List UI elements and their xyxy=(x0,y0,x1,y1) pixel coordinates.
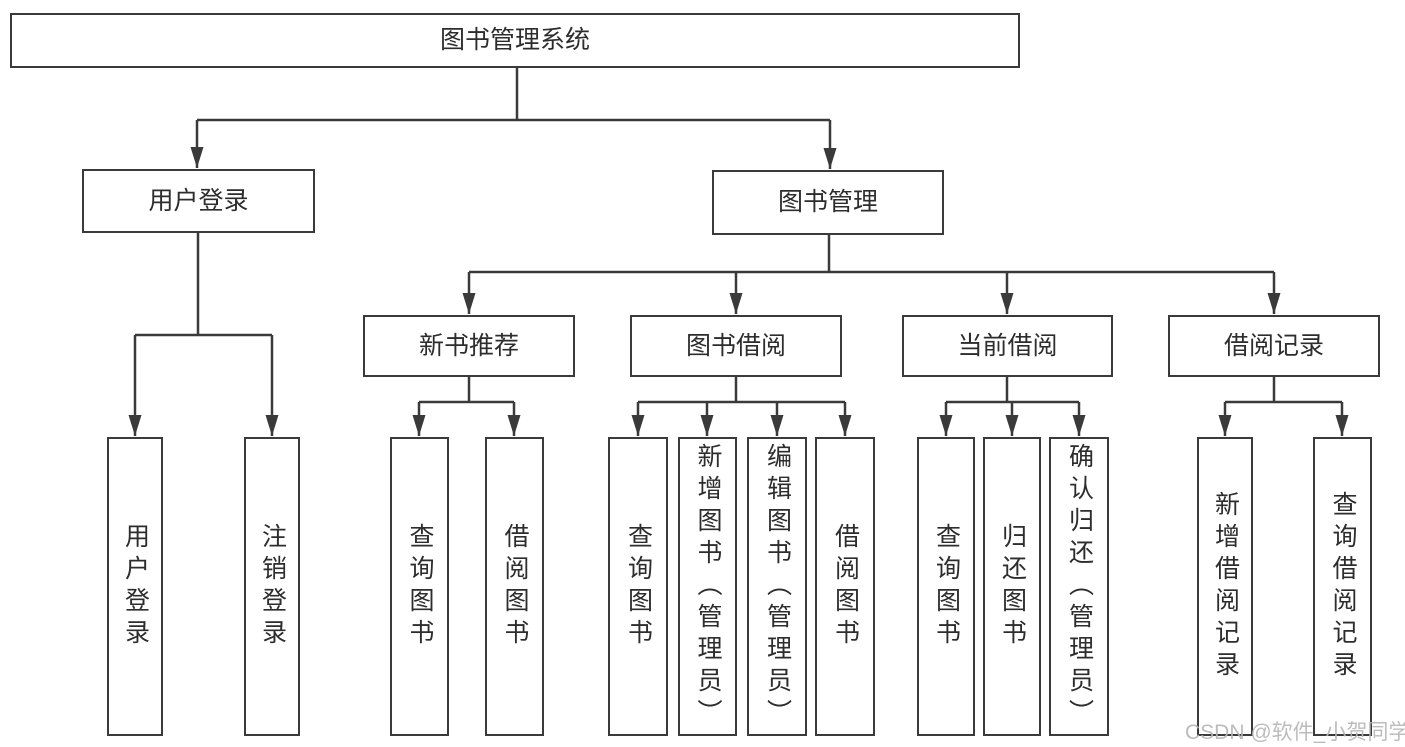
node-borrowing-records: 借阅记录 xyxy=(1168,315,1380,377)
connector-root-to-level2 xyxy=(190,68,837,169)
node-borrow-books-rec: 借阅图书 xyxy=(485,437,544,736)
node-label: 确认归还（管理员） xyxy=(1065,442,1094,731)
node-edit-books-admin: 编辑图书（管理员） xyxy=(747,437,807,736)
node-label: 归还图书 xyxy=(998,522,1027,651)
node-label: 当前借阅 xyxy=(957,331,1058,360)
node-confirm-return-admin: 确认归还（管理员） xyxy=(1049,437,1109,736)
node-label: 编辑图书（管理员） xyxy=(763,442,792,731)
node-label: 查询图书 xyxy=(624,522,653,651)
node-logout-leaf: 注销登录 xyxy=(244,437,300,736)
node-return-books: 归还图书 xyxy=(983,437,1041,736)
node-query-books-rec: 查询图书 xyxy=(390,437,449,736)
node-book-borrowing: 图书借阅 xyxy=(630,315,842,377)
node-label: 图书借阅 xyxy=(685,331,786,360)
node-book-management: 图书管理 xyxy=(712,170,944,235)
node-label: 查询图书 xyxy=(932,522,961,651)
node-label: 新增图书（管理员） xyxy=(694,442,722,731)
node-borrow-books-leaf: 借阅图书 xyxy=(815,437,875,736)
node-library-management-system: 图书管理系统 xyxy=(10,13,1020,68)
node-user-login: 用户登录 xyxy=(82,169,315,233)
connector-current-borrowing-children xyxy=(939,377,1086,436)
connector-user-login-children xyxy=(128,233,279,436)
connector-new-book-rec-children xyxy=(412,377,521,436)
node-label: 注销登录 xyxy=(258,522,287,651)
connector-borrowing-records-children xyxy=(1218,377,1349,436)
node-label: 新增借阅记录 xyxy=(1211,490,1240,683)
node-label: 图书管理系统 xyxy=(439,26,590,54)
node-query-borrow-record: 查询借阅记录 xyxy=(1313,437,1372,736)
node-label: 借阅记录 xyxy=(1223,331,1324,360)
node-label: 用户登录 xyxy=(148,186,249,215)
node-new-book-recommendation: 新书推荐 xyxy=(363,315,575,377)
node-current-borrowing: 当前借阅 xyxy=(902,315,1113,377)
watermark: CSDN @软件_小贺同学 xyxy=(1185,721,1405,744)
node-label: 新书推荐 xyxy=(418,331,519,360)
node-add-borrow-record: 新增借阅记录 xyxy=(1197,437,1253,736)
node-label: 查询图书 xyxy=(406,522,434,651)
node-label: 用户登录 xyxy=(121,522,150,651)
connector-book-borrowing-children xyxy=(631,377,852,436)
node-user-login-leaf: 用户登录 xyxy=(107,437,163,736)
connector-book-management-children xyxy=(462,235,1281,314)
node-query-books-current: 查询图书 xyxy=(917,437,975,736)
node-label: 图书管理 xyxy=(777,188,878,216)
node-add-books-admin: 新增图书（管理员） xyxy=(678,437,737,736)
node-label: 借阅图书 xyxy=(501,522,529,651)
node-query-books-borrow: 查询图书 xyxy=(608,437,668,736)
node-label: 借阅图书 xyxy=(831,522,860,651)
node-label: 查询借阅记录 xyxy=(1329,490,1357,683)
